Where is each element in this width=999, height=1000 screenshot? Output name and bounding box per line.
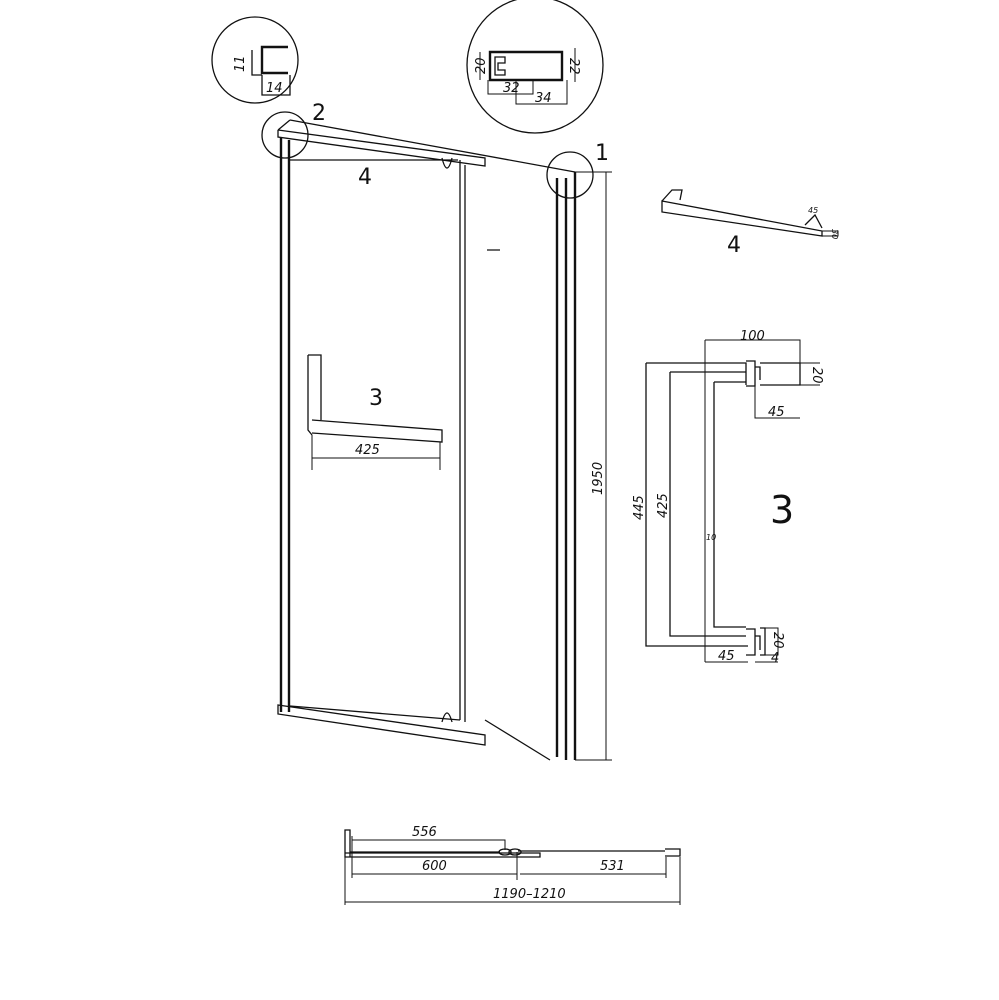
detail-3-bottom-depth: 45	[718, 649, 735, 664]
detail-3-outer-length: 445	[632, 495, 647, 520]
detail-2-height: 11	[233, 55, 248, 72]
callout-2: 2	[312, 101, 326, 126]
callout-circle-1	[546, 151, 594, 199]
detail-3-top-post-depth: 45	[768, 405, 785, 420]
detail-1-outer-width: 34	[535, 91, 552, 106]
door-elevation: 2 1 4 3 425 1950	[261, 101, 612, 761]
detail-2-width: 14	[266, 81, 283, 96]
callout-3: 3	[369, 386, 383, 411]
detail-1-left-height: 20	[474, 57, 489, 74]
plan-view: 556 600 531 1190–1210	[344, 825, 681, 905]
detail-3-bottom-gap: 4	[771, 651, 779, 666]
detail-3-bar-thickness: 10	[706, 533, 716, 542]
detail-3-top-width: 100	[740, 329, 765, 344]
detail-3-handle: 100 20 45 445 425 10 3 45 20 4	[632, 329, 824, 666]
overall-height-dim: 1950	[591, 462, 606, 495]
plan-door-width: 600	[422, 859, 447, 874]
detail-4-angle-dim: 45	[808, 206, 818, 215]
detail-3-bottom-post-height: 20	[770, 632, 785, 649]
detail-4-label: 4	[727, 233, 741, 258]
handle-length-dim: 425	[355, 443, 380, 458]
detail-4-section-dim: 30	[830, 229, 839, 239]
detail-2-profile: 11 14	[211, 16, 299, 104]
callout-circle-2	[261, 111, 309, 159]
plan-total-width: 1190–1210	[493, 887, 566, 902]
plan-fixed-width: 531	[600, 859, 625, 874]
detail-3-label: 3	[770, 488, 794, 532]
detail-1-inner-width: 32	[503, 81, 520, 96]
detail-3-inner-length: 425	[656, 493, 671, 518]
detail-1-profile: 20 22 32 34	[466, 0, 604, 134]
callout-4: 4	[358, 165, 372, 190]
detail-4-top-rail: 45 30 4	[661, 189, 839, 258]
callout-1: 1	[595, 141, 609, 166]
plan-door-opening: 556	[412, 825, 437, 840]
detail-3-top-post-height: 20	[809, 367, 824, 384]
detail-1-right-height: 22	[566, 58, 581, 75]
